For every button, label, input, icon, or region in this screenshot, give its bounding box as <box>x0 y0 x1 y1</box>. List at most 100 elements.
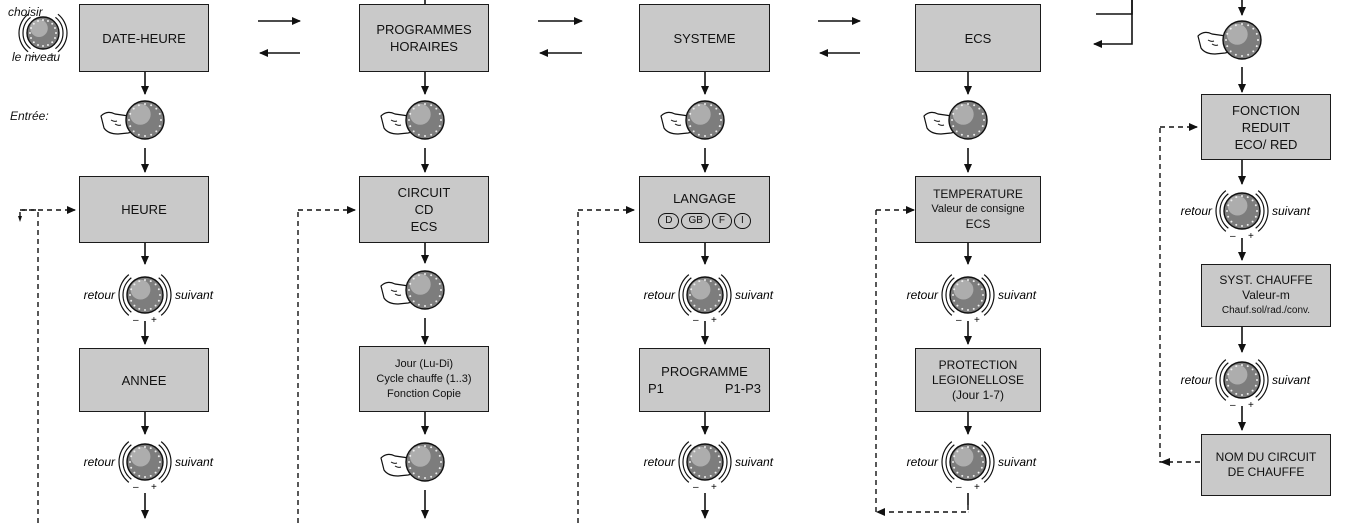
rotate-knob-icon: –+ <box>678 441 732 493</box>
arrow-left <box>1093 0 1133 48</box>
press-knob-icon <box>405 270 445 310</box>
box-text: PROGRAMMES <box>376 22 472 37</box>
plus-label: + <box>711 315 717 326</box>
suivant-label: suivant <box>735 288 774 302</box>
lang-option: I <box>734 213 751 229</box>
box-text: HORAIRES <box>390 39 458 54</box>
rotate-knob-icon: –+ <box>941 441 995 493</box>
box-text: HEURE <box>121 202 167 217</box>
box-text: SYST. CHAUFFE <box>1219 273 1313 287</box>
suivant-label: suivant <box>735 455 774 469</box>
box-text: NOM DU CIRCUIT <box>1215 450 1317 464</box>
suivant-label: suivant <box>175 288 214 302</box>
minus-label: – <box>133 315 139 326</box>
retour-label: retour <box>1181 373 1213 387</box>
minus-label: – <box>956 482 962 493</box>
rotate-knob-icon: –+ <box>1215 359 1269 411</box>
lang-option: GB <box>681 213 710 229</box>
annee-box: ANNEE <box>79 348 209 412</box>
programme-values: P1 P1-P3 <box>640 380 769 397</box>
minus-label: – <box>693 315 699 326</box>
minus-label: – <box>133 482 139 493</box>
box-text: CD <box>414 202 434 217</box>
press-knob-icon <box>1222 20 1262 60</box>
box-text: Cycle chauffe (1..3) <box>376 372 472 385</box>
box-text: Chauf.sol/rad./conv. <box>1221 305 1311 316</box>
press-knob-icon <box>125 100 165 140</box>
ecs-box: ECS <box>915 4 1041 72</box>
entree-label: Entrée: <box>10 109 49 123</box>
minus-label: – <box>31 51 37 62</box>
box-text: Valeur-m <box>1242 288 1290 302</box>
rotate-knob-icon: –+ <box>1215 190 1269 242</box>
retour-label: retour <box>907 288 939 302</box>
box-text: Fonction Copie <box>387 387 461 400</box>
retour-label: retour <box>84 288 116 302</box>
box-text: (Jour 1-7) <box>951 387 1004 402</box>
minus-label: – <box>956 315 962 326</box>
systeme-box: SYSTEME <box>639 4 770 72</box>
box-text: DE CHAUFFE <box>1227 465 1305 479</box>
suivant-label: suivant <box>998 455 1037 469</box>
programme-box: PROGRAMME P1 P1-P3 <box>639 348 770 412</box>
box-text: ECS <box>410 219 438 234</box>
choisir-label: choisir <box>8 5 43 19</box>
minus-label: – <box>1230 231 1236 242</box>
press-knob-icon <box>685 100 725 140</box>
retour-label: retour <box>644 288 676 302</box>
box-text: SYSTEME <box>673 30 736 46</box>
heure-box: HEURE <box>79 176 209 243</box>
plus-label: + <box>49 51 55 62</box>
box-text: LEGIONELLOSE <box>931 372 1025 387</box>
press-knob-icon <box>405 100 445 140</box>
suivant-label: suivant <box>998 288 1037 302</box>
plus-label: + <box>974 482 980 493</box>
retour-label: retour <box>644 455 676 469</box>
plus-label: + <box>974 315 980 326</box>
box-text: PROTECTION <box>938 357 1018 372</box>
box-text: PROGRAMME <box>661 364 748 379</box>
dashed-arrowhead <box>1160 458 1170 466</box>
box-text: FONCTION <box>1232 102 1300 118</box>
retour-label: retour <box>907 455 939 469</box>
box-text: P1-P3 <box>724 381 761 396</box>
jour-box: Jour (Lu-Di) Cycle chauffe (1..3) Fonction… <box>359 346 489 412</box>
plus-label: + <box>151 482 157 493</box>
minus-label: – <box>1230 400 1236 411</box>
box-text: LANGAGE <box>673 191 736 206</box>
suivant-label: suivant <box>1272 204 1311 218</box>
box-text: TEMPERATURE <box>933 187 1023 201</box>
lang-option: D <box>658 213 680 229</box>
box-text: Valeur de consigne <box>931 203 1025 215</box>
date-heure-box: DATE-HEURE <box>79 4 209 72</box>
rotate-knob-icon: –+ <box>941 274 995 326</box>
box-text: ECS <box>964 30 992 46</box>
press-knob-icon <box>948 100 988 140</box>
retour-label: retour <box>1181 204 1213 218</box>
dashed-arrowhead <box>876 508 885 516</box>
retour-label: retour <box>84 455 116 469</box>
plus-label: + <box>151 315 157 326</box>
box-text: Jour (Lu-Di) <box>394 357 454 370</box>
box-text: P1 <box>648 381 664 396</box>
suivant-label: suivant <box>175 455 214 469</box>
lang-option: F <box>711 213 732 229</box>
suivant-label: suivant <box>1272 373 1311 387</box>
rotate-knob-icon: –+ <box>678 274 732 326</box>
box-text: ANNEE <box>121 372 167 388</box>
plus-label: + <box>1248 400 1254 411</box>
chooser-knob-icon: –+ <box>18 13 68 62</box>
rotate-knob-icon: –+ <box>118 274 172 326</box>
box-text: REDUIT <box>1241 119 1291 135</box>
box-text: ECO/ RED <box>1234 136 1298 152</box>
rotate-knob-icon: –+ <box>118 441 172 493</box>
minus-label: – <box>693 482 699 493</box>
